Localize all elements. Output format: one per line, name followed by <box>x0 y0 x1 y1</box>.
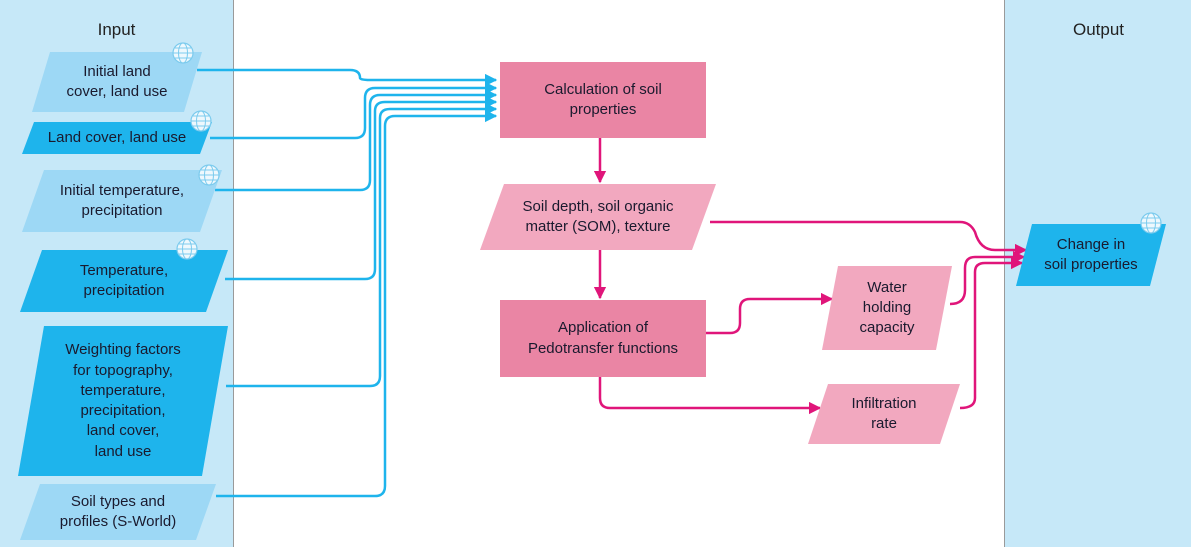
process-pedotransfer: Application of Pedotransfer functions <box>500 300 706 377</box>
input-label: Temperature, precipitation <box>79 261 169 299</box>
process-infiltration-label: Infiltration rate <box>851 394 917 432</box>
input-label: Land cover, land use <box>47 128 187 146</box>
input-initial-temperature: Initial temperature, precipitation <box>22 170 222 232</box>
input-initial-land-cover: Initial land cover, land use <box>32 52 202 112</box>
process-calculation-label: Calculation of soil properties <box>544 80 662 118</box>
link-input-6 <box>216 109 498 498</box>
globe-icon <box>172 42 194 64</box>
link-pedo-to-water <box>706 292 834 335</box>
process-calculation: Calculation of soil properties <box>500 62 706 138</box>
output-panel-title: Output <box>1072 20 1125 39</box>
link-input-2 <box>210 81 498 140</box>
input-label: Soil types and profiles (S-World) <box>59 492 177 530</box>
input-temperature: Temperature, precipitation <box>20 250 228 312</box>
input-label: Initial land cover, land use <box>66 62 168 100</box>
process-soil-parameters-label: Soil depth, soil organic matter (SOM), t… <box>522 197 674 235</box>
process-water-holding: Water holding capacity <box>822 266 952 350</box>
link-pedo-to-infil <box>598 377 822 415</box>
link-input-5 <box>226 102 498 388</box>
globe-icon <box>198 164 220 186</box>
input-panel-title: Input <box>97 20 136 39</box>
input-label: Initial temperature, precipitation <box>59 181 185 219</box>
link-input-3 <box>215 88 498 192</box>
globe-icon <box>190 110 212 132</box>
globe-icon <box>176 238 198 260</box>
link-infil-to-output <box>959 256 1024 410</box>
globe-icon <box>1140 212 1162 234</box>
process-pedotransfer-label: Application of Pedotransfer functions <box>527 319 679 357</box>
process-soil-parameters: Soil depth, soil organic matter (SOM), t… <box>480 184 716 250</box>
output-change-soil: Change in soil properties <box>1016 224 1166 286</box>
link-input-4 <box>225 95 498 281</box>
input-label: Weighting factors for topography, temper… <box>65 341 181 460</box>
link-water-to-output <box>949 250 1026 306</box>
link-input-1 <box>197 68 498 87</box>
input-land-cover: Land cover, land use <box>22 122 212 154</box>
input-soil-types: Soil types and profiles (S-World) <box>20 484 216 540</box>
process-water-holding-label: Water holding capacity <box>859 278 915 337</box>
link-params-to-output <box>710 220 1028 257</box>
input-weighting-factors: Weighting factors for topography, temper… <box>18 326 228 476</box>
process-infiltration: Infiltration rate <box>808 384 960 444</box>
output-label: Change in soil properties <box>1044 235 1138 273</box>
